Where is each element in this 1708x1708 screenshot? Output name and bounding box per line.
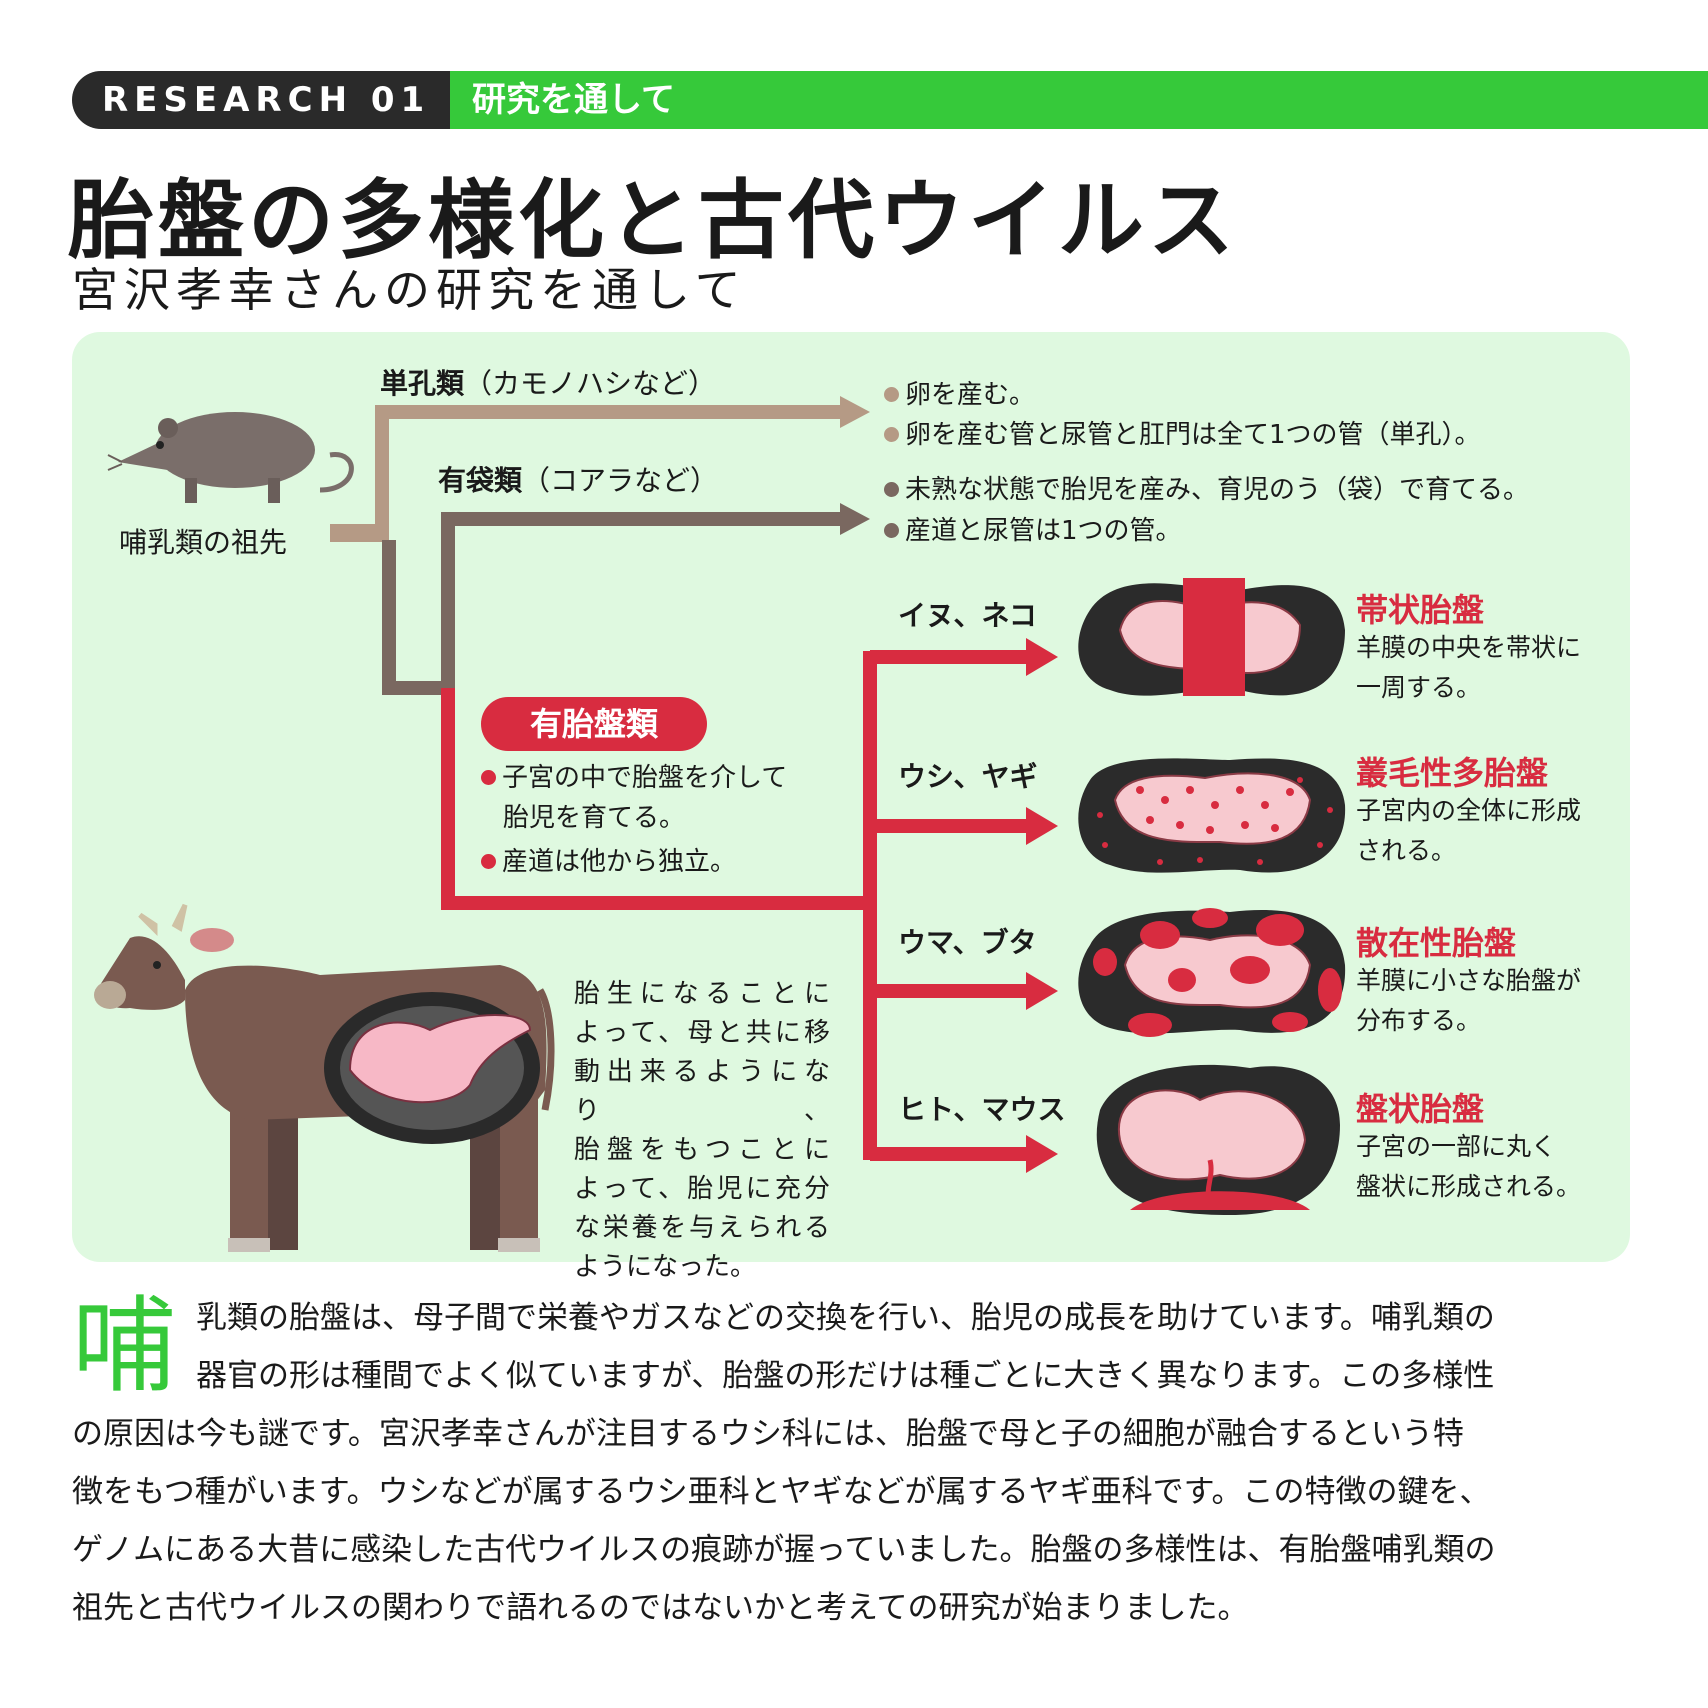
ancestor-mammal-illustration [107,412,354,503]
placenta-desc: 羊膜の中央を帯状に [1356,633,1582,662]
bullet-dot [884,482,899,497]
body-line: 徴をもつ種がいます。ウシなどが属するウシ亜科とヤギなどが属するヤギ亜科です。この… [72,1474,1491,1510]
animals-horse-pig: ウマ、ブタ [898,926,1037,959]
bullet-dot [884,387,899,402]
placenta-desc: 羊膜に小さな胎盤が [1356,966,1582,995]
drop-cap: 哺 [72,1285,177,1407]
bullet-dot [884,523,899,538]
placental-label: 有胎盤類 [481,697,707,751]
arrow-human-mouse [1026,1135,1058,1173]
placenta-horse-pig-illustration [1078,908,1346,1037]
placenta-desc: 一周する。 [1356,673,1482,702]
research-tag: RESEARCH 01 [72,71,450,129]
arrow-cow-goat [1026,807,1058,845]
marsupial-arrow [840,503,870,535]
placental-bullet: 子宮の中で胎盤を介して [481,758,787,798]
monotreme-name: 単孔類 [380,367,465,400]
bullet-dot [481,770,496,785]
header-bar: RESEARCH 01 研究を通して [72,71,1708,129]
cow-caption: 胎生になることに よって、母と共に移 動出来るようになり、 胎盤をもつことに よ… [574,979,830,1282]
arrow-dog-cat [1026,638,1058,676]
placenta-type-zonary: 帯状胎盤 [1356,591,1485,629]
placenta-desc: 子宮の一部に丸く [1356,1132,1557,1161]
ancestor-label: 哺乳類の祖先 [119,526,288,559]
placenta-type-discoid: 盤状胎盤 [1356,1090,1485,1128]
placenta-desc: 子宮内の全体に形成 [1356,796,1582,825]
monotreme-bullet: 卵を産む。 [884,375,1035,415]
marsupial-bullet: 産道と尿管は1つの管。 [884,511,1182,551]
bullet-dot [884,427,899,442]
placenta-cow-goat-illustration [1078,758,1346,873]
section-label: 研究を通して [450,71,1708,129]
body-line: 祖先と古代ウイルスの関わりで語れるのではないかと考えての研究が始まりました。 [72,1590,1249,1626]
marsupial-bullet: 未熟な状態で胎児を産み、育児のう（袋）で育てる。 [884,470,1529,510]
monotreme-example: （カモノハシなど） [464,367,717,400]
animals-human-mouse: ヒト、マウス [898,1093,1066,1126]
monotreme-heading: 単孔類（カモノハシなど） [380,362,716,402]
arrow-horse-pig [1026,972,1058,1010]
placenta-desc: 分布する。 [1356,1006,1482,1035]
placenta-type-diffuse: 散在性胎盤 [1356,924,1517,962]
page-subtitle: 宮沢孝幸さんの研究を通して [72,263,747,317]
body-line: ゲノムにある大昔に感染した古代ウイルスの痕跡が握っていました。胎盤の多様性は、有… [72,1532,1496,1568]
monotreme-bullet: 卵を産む管と尿管と肛門は全て1つの管（単孔）。 [884,415,1481,455]
animals-dog-cat: イヌ、ネコ [898,599,1037,632]
branch-lines [330,396,1058,1173]
monotreme-arrow [840,396,870,428]
body-line: 乳類の胎盤は、母子間で栄養やガスなどの交換を行い、胎児の成長を助けています。哺乳… [196,1300,1495,1336]
page-title: 胎盤の多様化と古代ウイルス [68,171,1238,271]
placental-bullet-cont: 胎児を育てる。 [503,803,686,833]
placental-bullet: 産道は他から独立。 [481,842,736,882]
body-line: 器官の形は種間でよく似ていますが、胎盤の形だけは種ごとに大きく異なります。この多… [196,1358,1495,1394]
marsupial-name: 有袋類 [438,464,523,497]
placenta-type-cotyledonary: 叢毛性多胎盤 [1356,754,1549,792]
animals-cow-goat: ウシ、ヤギ [898,760,1038,793]
marsupial-heading: 有袋類（コアラなど） [438,459,718,499]
placenta-human-mouse-illustration [1096,1064,1340,1215]
placenta-desc: 盤状に形成される。 [1356,1172,1582,1201]
phylogeny-diagram [94,396,1346,1252]
body-line: の原因は今も謎です。宮沢孝幸さんが注目するウシ科には、胎盤で母と子の細胞が融合す… [72,1416,1464,1452]
bullet-dot [481,854,496,869]
marsupial-example: （コアラなど） [522,464,719,497]
cow-illustration [94,903,555,1252]
placenta-desc: される。 [1356,836,1457,865]
placenta-dog-cat-illustration [1078,578,1345,696]
